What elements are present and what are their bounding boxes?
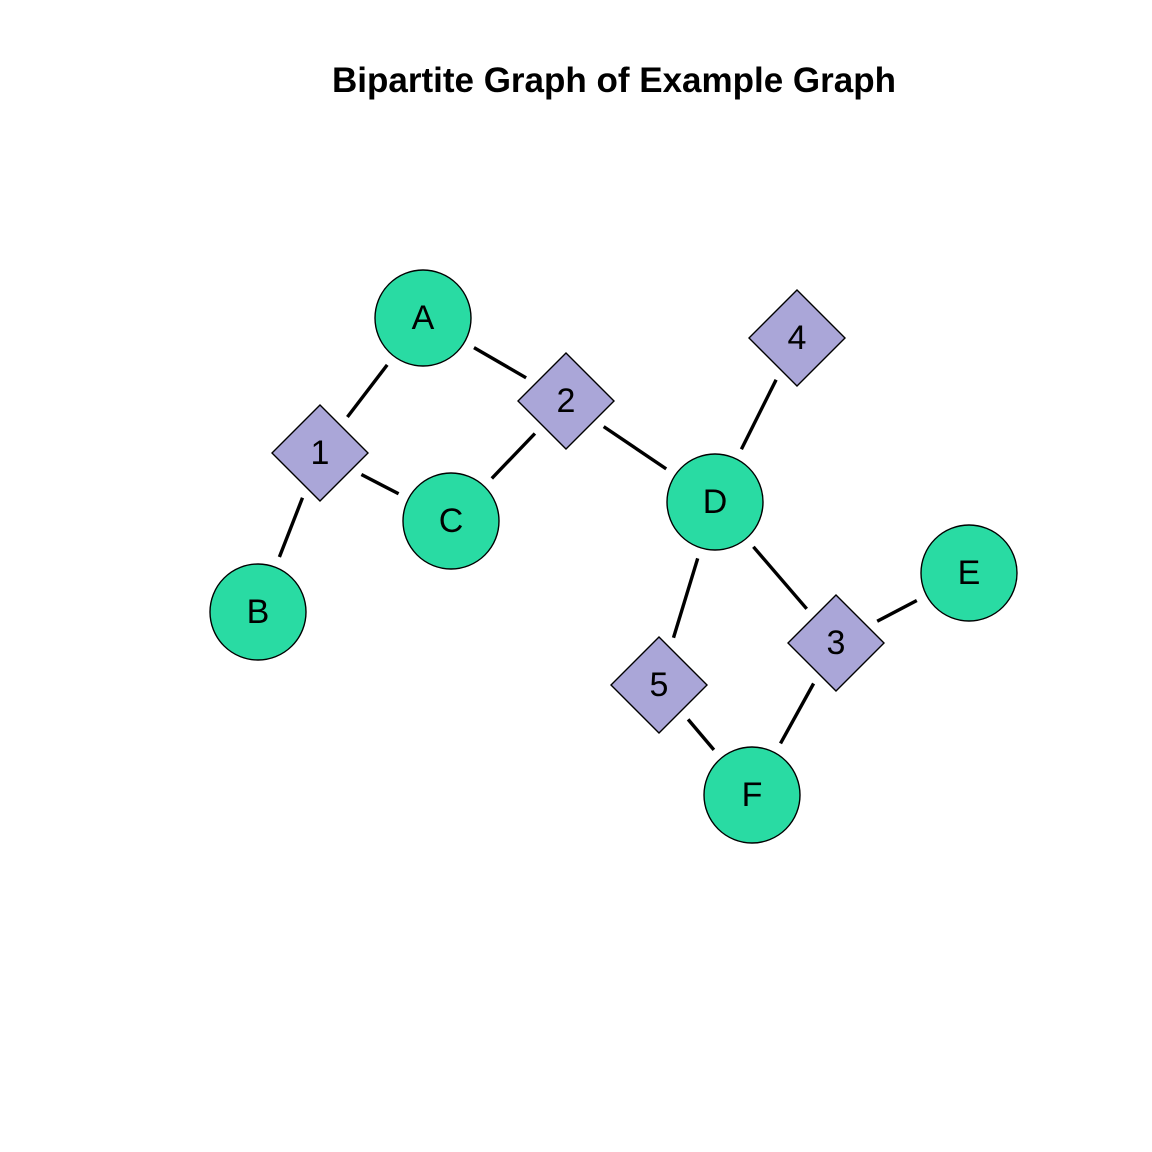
node-C: C (402, 472, 500, 570)
node-1: 1 (271, 404, 369, 502)
node-3-label: 3 (827, 624, 846, 662)
edge-B-1 (277, 497, 305, 558)
node-A-label: A (412, 299, 435, 337)
node-E-circle (920, 524, 1018, 622)
node-F: F (703, 746, 801, 844)
nodes-layer: A B C D E F 1 2 3 4 5 (209, 269, 1018, 844)
node-D-circle (666, 453, 764, 551)
node-4-label: 4 (788, 319, 807, 357)
node-D-label: D (703, 483, 728, 521)
edge-A-2 (473, 346, 527, 380)
node-4: 4 (748, 289, 846, 387)
node-B-circle (209, 563, 307, 661)
node-A-circle (374, 269, 472, 367)
edge-D-5 (671, 557, 700, 639)
node-F-label: F (742, 776, 763, 814)
edge-F-5 (686, 718, 716, 751)
node-1-diamond (271, 404, 369, 502)
node-2-diamond (517, 352, 615, 450)
node-B: B (209, 563, 307, 661)
node-C-label: C (439, 502, 464, 540)
node-2: 2 (517, 352, 615, 450)
node-4-diamond (748, 289, 846, 387)
node-3: 3 (787, 594, 885, 692)
node-B-label: B (247, 593, 270, 631)
node-E: E (920, 524, 1018, 622)
node-D: D (666, 453, 764, 551)
graph-title: Bipartite Graph of Example Graph (332, 61, 896, 100)
edge-F-3 (779, 682, 816, 745)
node-5: 5 (610, 636, 708, 734)
node-3-diamond (787, 594, 885, 692)
edge-E-3 (876, 598, 918, 623)
edge-C-1 (360, 472, 400, 496)
node-5-label: 5 (650, 666, 669, 704)
edge-D-2 (602, 425, 668, 471)
edge-D-4 (739, 379, 778, 450)
node-2-label: 2 (557, 382, 576, 420)
node-A: A (374, 269, 472, 367)
node-F-circle (703, 746, 801, 844)
node-1-label: 1 (311, 434, 330, 472)
node-5-diamond (610, 636, 708, 734)
edge-D-3 (752, 545, 808, 610)
edge-C-2 (490, 432, 537, 480)
node-E-label: E (958, 554, 981, 592)
edges-layer (277, 346, 918, 751)
node-C-circle (402, 472, 500, 570)
edge-A-1 (346, 363, 389, 419)
